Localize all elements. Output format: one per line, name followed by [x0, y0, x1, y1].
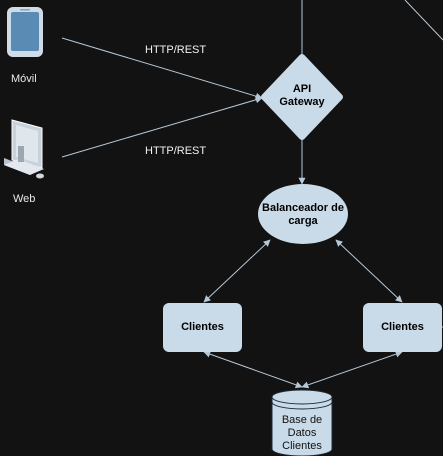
edge-balancer-clientes-left — [203, 239, 271, 303]
database-label: Base de Datos Clientes — [272, 414, 332, 453]
clientes-right-label: Clientes — [381, 321, 424, 333]
desktop-computer-icon — [4, 119, 44, 179]
clientes-right-node — [363, 303, 442, 352]
edge-mobile-to-gateway — [61, 37, 263, 100]
edge-balancer-clientes-right — [335, 239, 403, 303]
load-balancer-label-line-2: carga — [288, 215, 318, 227]
edge-label-mobile: HTTP/REST — [145, 44, 207, 56]
api-gateway-node — [261, 54, 343, 140]
clientes-left-node — [163, 303, 242, 352]
clientes-left-label: Clientes — [181, 321, 224, 333]
edge-label-web: HTTP/REST — [145, 145, 207, 157]
mobile-label: Móvil — [11, 73, 37, 85]
load-balancer-label-line-1: Balanceador de — [262, 202, 344, 214]
edge-clientes-left-db — [203, 350, 303, 389]
web-label: Web — [13, 193, 36, 205]
edge-clientes-right-db — [301, 350, 403, 389]
edge-top-right-diagonal — [404, 0, 443, 41]
api-gateway-label-line-2: Gateway — [279, 96, 325, 108]
database-label-line-2: Datos — [287, 427, 317, 439]
edge-web-to-gateway — [61, 96, 263, 158]
api-gateway-label: API Gateway — [262, 83, 342, 109]
smartphone-icon — [7, 7, 43, 57]
database-label-line-3: Clientes — [282, 440, 322, 452]
load-balancer-label: Balanceador de carga — [253, 202, 353, 228]
database-label-line-1: Base de — [281, 414, 323, 426]
load-balancer-node — [258, 184, 348, 244]
api-gateway-label-line-1: API — [292, 83, 312, 95]
